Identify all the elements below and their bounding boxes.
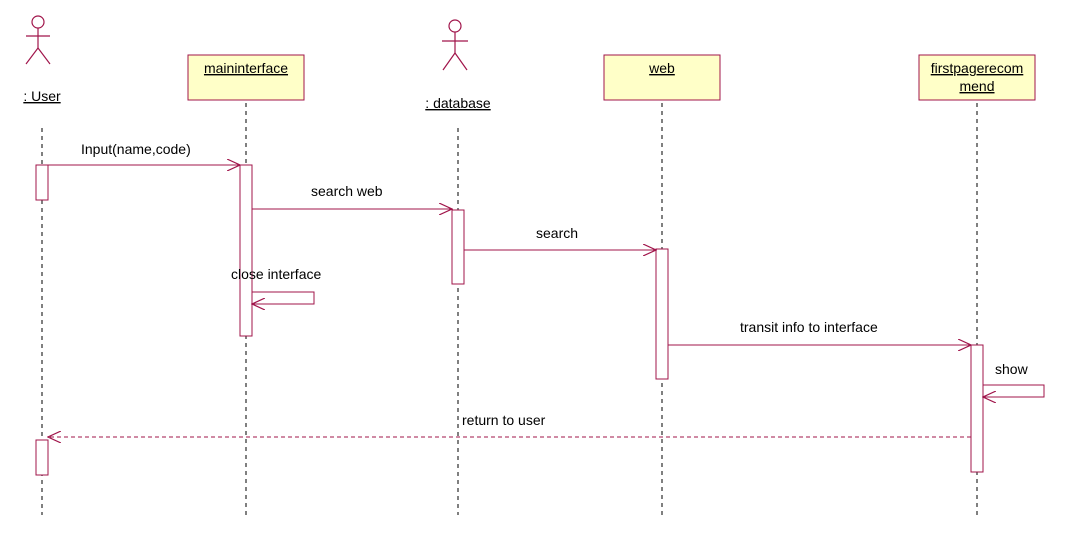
actor-database-label: : database: [425, 95, 491, 111]
activation-web: [655, 248, 669, 380]
message-show-arrow[interactable]: [983, 384, 1045, 397]
object-web[interactable]: web: [603, 54, 721, 101]
message-input-label: Input(name,code): [81, 141, 191, 157]
message-search-web-label: search web: [311, 183, 383, 199]
activation-database: [451, 209, 465, 285]
object-firstpagerecommend-label-line2: mend: [959, 78, 994, 94]
object-firstpagerecommend-label-line1: firstpagerecom: [931, 60, 1024, 76]
actor-user[interactable]: [25, 15, 51, 65]
message-close-interface-arrow[interactable]: [252, 291, 315, 304]
message-transit-label: transit info to interface: [740, 319, 878, 335]
stick-figure-icon: [25, 15, 51, 65]
activation-user-1: [35, 164, 49, 201]
message-show-label: show: [995, 361, 1029, 377]
message-search-label: search: [536, 225, 578, 241]
object-firstpagerecommend[interactable]: firstpagerecom mend: [918, 54, 1036, 101]
activation-user-2: [35, 439, 49, 476]
object-web-label: web: [648, 60, 675, 76]
object-maininterface[interactable]: maininterface: [187, 54, 305, 101]
message-close-interface-label: close interface: [231, 266, 321, 282]
stick-figure-icon: [442, 19, 468, 71]
activation-maininterface: [239, 164, 253, 337]
actor-database[interactable]: [442, 19, 468, 71]
messages: [48, 165, 1045, 437]
activations: [35, 164, 984, 476]
activation-firstpagerecommend: [970, 344, 984, 473]
message-return-label: return to user: [462, 412, 546, 428]
actor-user-label: : User: [23, 88, 61, 104]
object-maininterface-label: maininterface: [204, 60, 288, 76]
